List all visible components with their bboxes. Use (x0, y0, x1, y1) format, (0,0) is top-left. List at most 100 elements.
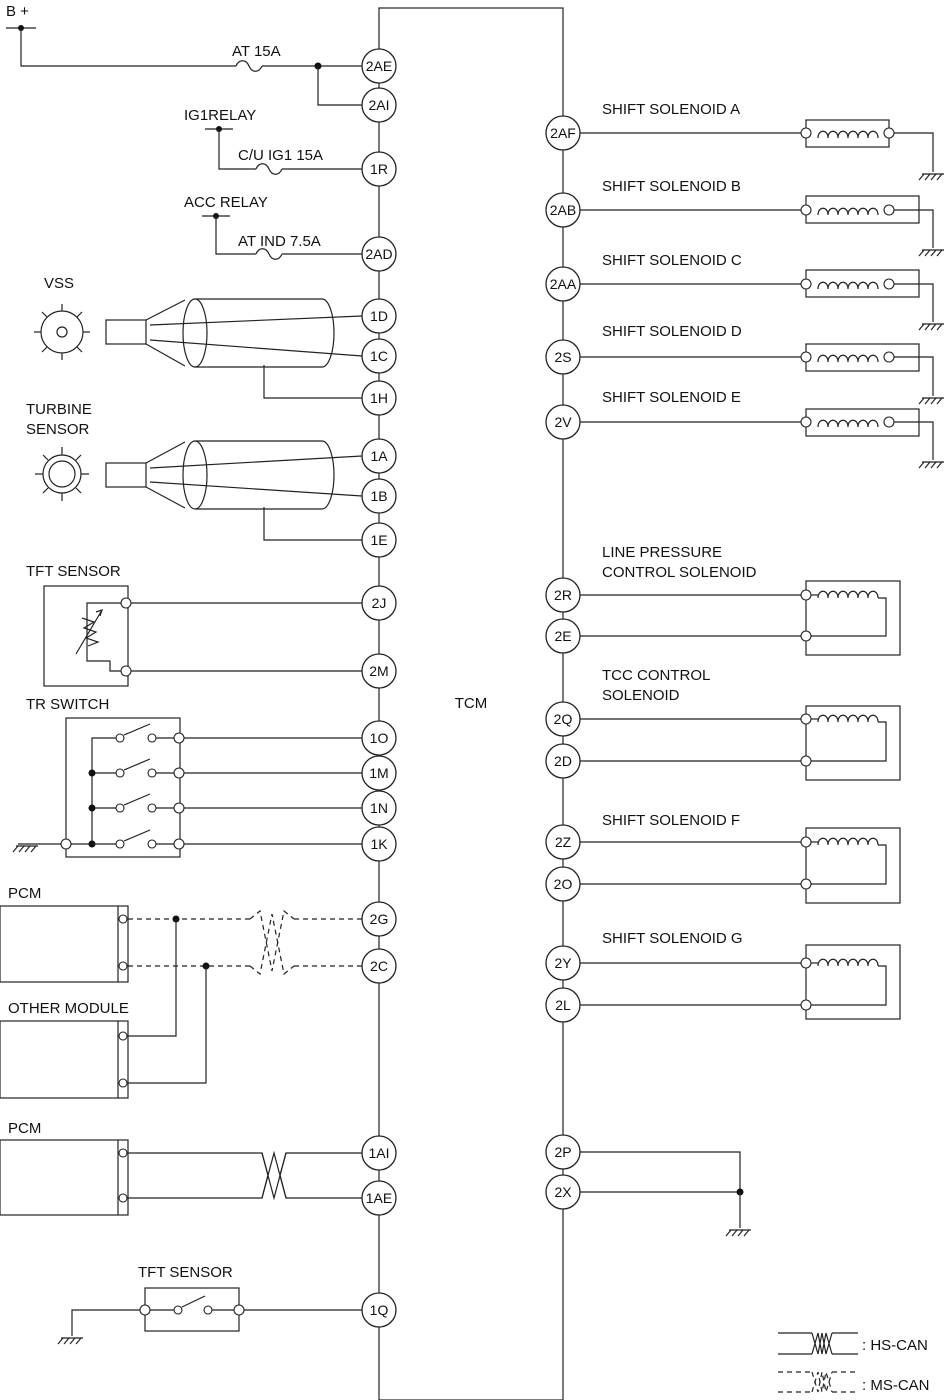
svg-text:2V: 2V (554, 414, 572, 430)
shift-solenoid-a: SHIFT SOLENOID A (580, 101, 945, 181)
b-plus-label: B + (6, 3, 29, 20)
pin-2E: 2E (545, 618, 581, 654)
svg-text:1N: 1N (370, 800, 388, 816)
pin-1D: 1D (361, 298, 397, 334)
pin-1K: 1K (361, 826, 397, 862)
pin-1O: 1O (361, 720, 397, 756)
shift-solenoid-f: SHIFT SOLENOID F (580, 812, 901, 904)
turbine-label-2: SENSOR (26, 421, 90, 438)
pin-2Z: 2Z (545, 824, 581, 860)
svg-text:2Q: 2Q (554, 711, 573, 727)
svg-text:1A: 1A (370, 448, 388, 464)
shift-solenoid-f-label: SHIFT SOLENOID F (602, 812, 740, 829)
pcm-hs-label: PCM (8, 1120, 41, 1137)
tft-bottom-ground-icon (57, 1337, 84, 1345)
svg-text:1AI: 1AI (368, 1145, 389, 1161)
pcm-ms-box (0, 905, 129, 983)
svg-text:1E: 1E (370, 532, 387, 548)
shift-solenoid-c-label: SHIFT SOLENOID C (602, 252, 742, 269)
acc-relay-label: ACC RELAY (184, 194, 268, 211)
other-module-label: OTHER MODULE (8, 1000, 129, 1017)
vss-shield-icon (182, 298, 208, 368)
ground-2p-2x-icon (725, 1229, 752, 1237)
shift-solenoid-g-label: SHIFT SOLENOID G (602, 930, 743, 947)
vss-gear-icon (34, 304, 90, 360)
pcm-ms-label: PCM (8, 885, 41, 902)
tr-switch-contacts (88, 723, 185, 850)
shift-solenoid-g: SHIFT SOLENOID G (580, 930, 901, 1020)
shift-solenoid-e-label: SHIFT SOLENOID E (602, 389, 741, 406)
svg-text:1AE: 1AE (366, 1190, 392, 1206)
pin-2V: 2V (545, 404, 581, 440)
tcc-label-1: TCC CONTROL (602, 667, 710, 684)
svg-text:1R: 1R (370, 161, 388, 177)
svg-text:2AA: 2AA (550, 276, 577, 292)
pin-2AF: 2AF (545, 115, 581, 151)
pin-2Q: 2Q (545, 701, 581, 737)
shift-solenoid-e: SHIFT SOLENOID E (580, 389, 945, 469)
pin-1E: 1E (361, 522, 397, 558)
hs-can-twist-icon (252, 1150, 296, 1201)
legend: : HS-CAN : MS-CAN (778, 1332, 930, 1394)
tcc-control-solenoid: TCC CONTROL SOLENOID (580, 667, 901, 781)
pin-1N: 1N (361, 790, 397, 826)
pin-2X: 2X (545, 1174, 581, 1210)
svg-text:2O: 2O (554, 876, 573, 892)
tcm-right-pins: 2AF 2AB 2AA 2S 2V 2R 2E 2Q 2D 2Z 2O 2Y 2… (545, 115, 581, 1210)
ig1-relay-label: IG1RELAY (184, 107, 256, 124)
shift-solenoid-d-label: SHIFT SOLENOID D (602, 323, 742, 340)
ms-can-twist-icon (249, 909, 295, 976)
at-ind-label: AT IND 7.5A (238, 233, 321, 250)
svg-text:1K: 1K (370, 836, 388, 852)
pin-2D: 2D (545, 743, 581, 779)
pin-2P: 2P (545, 1134, 581, 1170)
lpc-label-1: LINE PRESSURE (602, 544, 722, 561)
thermistor-icon (75, 609, 103, 655)
turbine-gear-icon (35, 447, 89, 501)
svg-text:2AD: 2AD (365, 246, 392, 262)
svg-text:2J: 2J (372, 595, 387, 611)
svg-text:2S: 2S (554, 349, 571, 365)
at-ind-fuse-icon (255, 248, 283, 260)
tft-sensor-top-label: TFT SENSOR (26, 563, 121, 580)
svg-text:2E: 2E (554, 628, 571, 644)
shift-solenoid-d: SHIFT SOLENOID D (580, 323, 945, 405)
pcm-hs-box (0, 1139, 129, 1216)
vss-label: VSS (44, 275, 74, 292)
svg-text:2Y: 2Y (554, 955, 572, 971)
pin-2L: 2L (545, 987, 581, 1023)
pin-2O: 2O (545, 866, 581, 902)
pin-2R: 2R (545, 577, 581, 613)
svg-text:2C: 2C (370, 958, 388, 974)
svg-text:2G: 2G (370, 911, 389, 927)
pin-2AE: 2AE (361, 48, 397, 84)
svg-text:2Z: 2Z (555, 834, 572, 850)
cu-ig1-fuse-icon (255, 163, 283, 175)
lpc-label-2: CONTROL SOLENOID (602, 564, 757, 581)
pin-2C: 2C (361, 948, 397, 984)
svg-text:2AB: 2AB (550, 202, 576, 218)
at-15a-fuse-icon (235, 60, 263, 72)
pin-1AI: 1AI (361, 1135, 397, 1171)
tcm-label: TCM (455, 695, 488, 712)
tr-switch-label: TR SWITCH (26, 696, 109, 713)
pin-1Q: 1Q (361, 1292, 397, 1328)
svg-text:1M: 1M (369, 765, 388, 781)
pin-2Y: 2Y (545, 945, 581, 981)
legend-hs-can: : HS-CAN (862, 1337, 928, 1354)
svg-text:1O: 1O (370, 730, 389, 746)
svg-text:2X: 2X (554, 1184, 572, 1200)
pin-2G: 2G (361, 901, 397, 937)
turbine-label-1: TURBINE (26, 401, 92, 418)
cu-ig1-label: C/U IG1 15A (238, 147, 323, 164)
shift-solenoid-b: SHIFT SOLENOID B (580, 178, 945, 257)
pin-1AE: 1AE (361, 1180, 397, 1216)
shift-solenoid-a-label: SHIFT SOLENOID A (602, 101, 740, 118)
pin-2AD: 2AD (361, 236, 397, 272)
pin-2AA: 2AA (545, 266, 581, 302)
svg-text:1Q: 1Q (370, 1302, 389, 1318)
other-module-box (0, 1020, 129, 1099)
line-pressure-control-solenoid: LINE PRESSURE CONTROL SOLENOID (580, 544, 901, 656)
shift-solenoid-c: SHIFT SOLENOID C (580, 252, 945, 331)
pin-1R: 1R (361, 151, 397, 187)
